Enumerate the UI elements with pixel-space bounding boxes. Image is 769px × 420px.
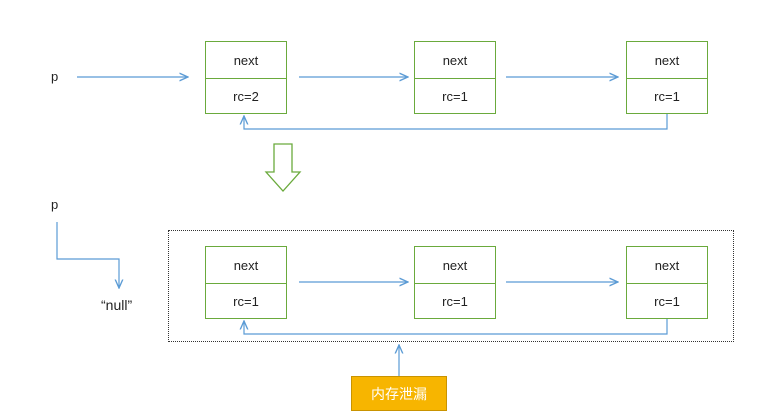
refcount-field: rc=1: [654, 88, 680, 104]
list-node-top-3: next rc=1: [626, 41, 708, 114]
next-field: next: [415, 42, 495, 79]
transition-down-arrow: [264, 143, 302, 192]
refcount-field: rc=1: [442, 88, 468, 104]
back-link-b3-b1: [244, 318, 668, 335]
null-label: “null”: [101, 297, 133, 313]
list-node-bottom-2: next rc=1: [414, 246, 496, 319]
refcount-field: rc=1: [233, 293, 259, 309]
refcount-field: rc=1: [654, 293, 680, 309]
list-node-bottom-1: next rc=1: [205, 246, 287, 319]
refcount-field: rc=1: [442, 293, 468, 309]
memory-leak-badge: 内存泄漏: [351, 376, 447, 411]
list-node-top-1: next rc=2: [205, 41, 287, 114]
next-field: next: [627, 247, 707, 284]
next-field: next: [627, 42, 707, 79]
list-node-bottom-3: next rc=1: [626, 246, 708, 319]
back-link-3-1: [244, 113, 668, 130]
refcount-field: rc=2: [233, 88, 259, 104]
pointer-label-top: p: [51, 69, 59, 84]
leaked-cycle-box: [168, 230, 734, 342]
list-node-top-2: next rc=1: [414, 41, 496, 114]
next-field: next: [415, 247, 495, 284]
next-field: next: [206, 247, 286, 284]
pointer-label-bottom: p: [51, 197, 59, 212]
pointer-p-null-arrow: [56, 222, 119, 288]
next-field: next: [206, 42, 286, 79]
